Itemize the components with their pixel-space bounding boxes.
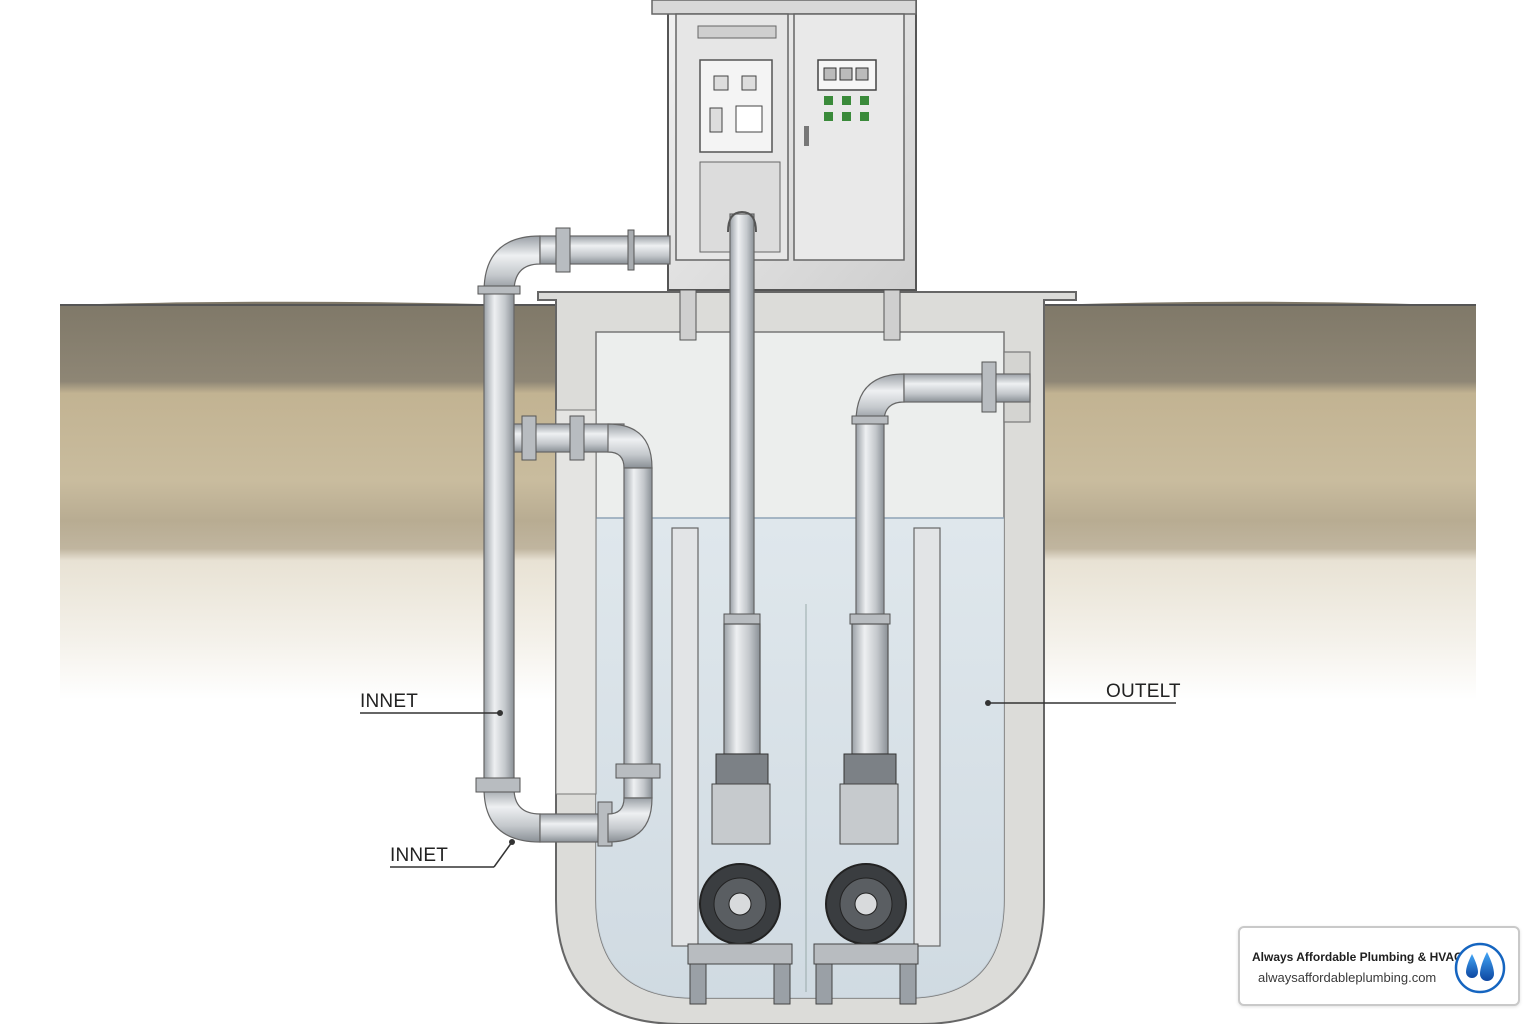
water-drops-icon <box>1454 942 1506 994</box>
website-link[interactable]: alwaysaffordableplumbing.com <box>1258 970 1437 985</box>
callout-leaders <box>360 700 1176 868</box>
wastewater <box>596 518 1004 998</box>
outlet-label: OUTELT <box>1106 681 1181 702</box>
brand-card[interactable]: Always Affordable Plumbing & HVAC always… <box>1238 926 1520 1006</box>
inlet-pipe <box>475 227 671 847</box>
submersible-pump-2 <box>813 623 919 1005</box>
outlet-pipe <box>849 361 1031 625</box>
inlet-label-upper: INNET <box>360 691 418 712</box>
soil-left <box>60 301 556 700</box>
submersible-pump-1 <box>687 623 793 1005</box>
vent-riser <box>723 210 761 625</box>
soil-right <box>1044 301 1476 700</box>
company-name: Always Affordable Plumbing & HVAC <box>1252 950 1463 964</box>
guide-rails <box>671 527 941 992</box>
control-panel <box>651 0 917 341</box>
inlet-label-lower: INNET <box>390 845 448 866</box>
